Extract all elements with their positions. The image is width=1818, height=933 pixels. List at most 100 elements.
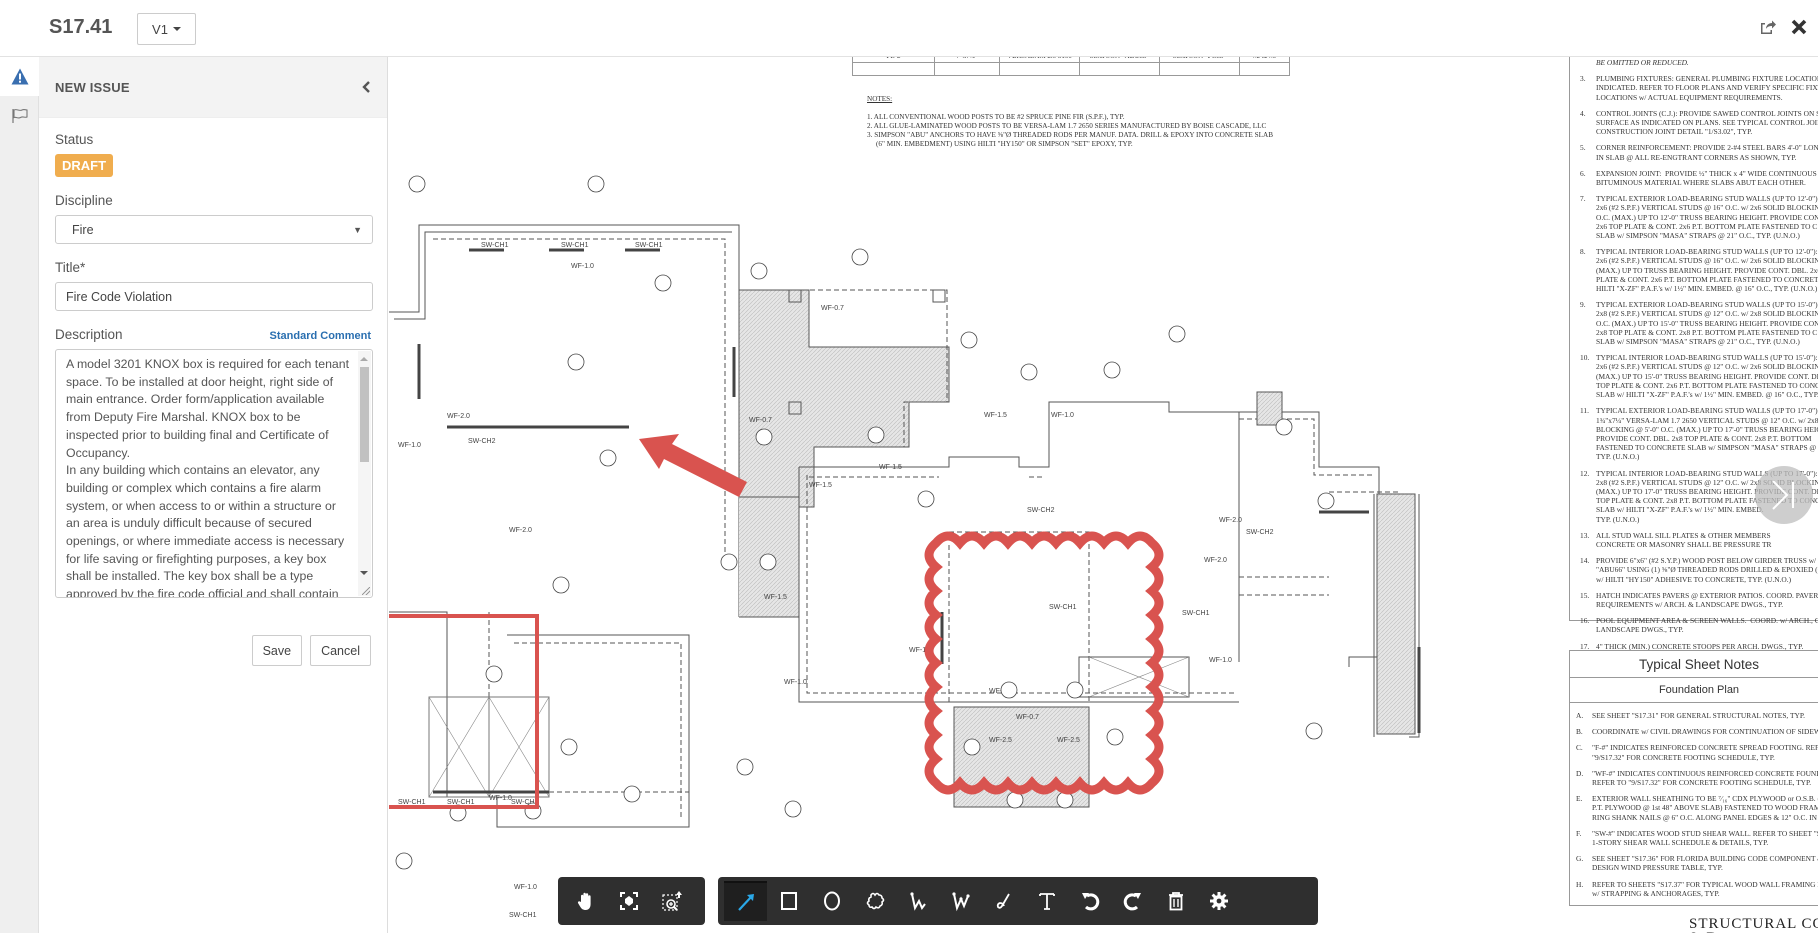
- title-input[interactable]: Fire Code Violation: [55, 282, 373, 311]
- note-item: 3.PLUMBING FIXTURES: GENERAL PLUMBING FI…: [1580, 74, 1818, 102]
- title-value: Fire Code Violation: [66, 289, 173, 304]
- delete-button[interactable]: [1154, 881, 1197, 921]
- discipline-label: Discipline: [55, 193, 113, 208]
- drawing-canvas[interactable]: PL-2 7"x7¼" VERSALAM 2.0 3100 SIMPSON "A…: [389, 57, 1818, 933]
- freehand-icon: [996, 893, 1010, 909]
- title-block-text: STRUCTURAL CONC & D: [1689, 916, 1818, 933]
- note-line: 2. ALL GLUE-LAMINATED WOOD POSTS TO BE V…: [867, 122, 1267, 130]
- svg-text:WF-1.0: WF-1.0: [909, 647, 932, 654]
- markup-arrow: [639, 434, 747, 497]
- svg-text:SW-CH2: SW-CH2: [1027, 507, 1055, 514]
- description-header: Description Standard Comment: [55, 327, 371, 349]
- note-item: H.REFER TO SHEETS "S17.37" FOR TYPICAL W…: [1576, 879, 1818, 898]
- note-item: 4.CONTROL JOINTS (C.J.): PROVIDE SAWED C…: [1580, 108, 1818, 137]
- redo-icon: [1123, 893, 1141, 911]
- note-item: 16.POOL EQUIPMENT AREA & SCREEN WALLS. C…: [1580, 616, 1818, 635]
- svg-text:WF-1.0: WF-1.0: [571, 263, 594, 270]
- resize-handle-icon[interactable]: [362, 587, 370, 595]
- note-item: BE OMITTED OR REDUCED.: [1596, 58, 1689, 67]
- svg-text:WF-2.5: WF-2.5: [989, 737, 1012, 744]
- settings-button[interactable]: [1197, 881, 1240, 921]
- svg-text:SW-CH1: SW-CH1: [447, 799, 475, 806]
- cloud-icon: [866, 892, 884, 910]
- note-item: 7.TYPICAL EXTERIOR LOAD-BEARING STUD WAL…: [1580, 194, 1818, 241]
- arrow-tool-button[interactable]: [724, 881, 767, 921]
- flag-icon: [11, 108, 28, 123]
- status-badge: DRAFT: [55, 154, 114, 177]
- note-item: 17.4" THICK (MIN.) CONCRETE STOOPS PER A…: [1580, 641, 1804, 651]
- warning-triangle-icon: [11, 68, 28, 85]
- close-icon[interactable]: [1790, 18, 1808, 36]
- note-item: 11.TYPICAL EXTERIOR LOAD-BEARING STUD WA…: [1580, 406, 1818, 462]
- rectangle-tool-button[interactable]: [767, 881, 810, 921]
- rail-item-issues[interactable]: [0, 57, 39, 96]
- note-item: 9.TYPICAL EXTERIOR LOAD-BEARING STUD WAL…: [1580, 300, 1818, 347]
- svg-text:WF-2.0: WF-2.0: [1219, 517, 1242, 524]
- svg-text:WF-0.7: WF-0.7: [749, 417, 772, 424]
- note-item: 8.TYPICAL INTERIOR LOAD-BEARING STUD WAL…: [1580, 247, 1818, 294]
- scrollbar-thumb[interactable]: [360, 367, 369, 462]
- note-line: 3. SIMPSON "ABU" ANCHORS TO HAVE ⅝"Ø THR…: [867, 131, 1273, 139]
- text-tool-button[interactable]: [1025, 881, 1068, 921]
- hand-icon: [577, 892, 591, 910]
- skip-next-icon: [1772, 480, 1794, 510]
- description-textarea[interactable]: A model 3201 KNOX box is required for ea…: [55, 349, 373, 598]
- scroll-up-icon[interactable]: [360, 357, 368, 361]
- cloud-tool-button[interactable]: [853, 881, 896, 921]
- arrow-icon: [737, 894, 754, 911]
- share-icon[interactable]: [1758, 18, 1776, 36]
- svg-text:WF-2.5: WF-2.5: [1057, 737, 1080, 744]
- fit-screen-button[interactable]: [607, 881, 650, 921]
- ellipse-icon: [823, 891, 840, 911]
- note-line: (6" MIN. EMBEDMENT) USING HILTI "HY150" …: [867, 140, 1133, 148]
- description-scrollbar[interactable]: [358, 351, 371, 596]
- description-label: Description: [55, 327, 123, 342]
- svg-text:WF-2.0: WF-2.0: [509, 527, 532, 534]
- sheet-title: S17.41: [49, 16, 113, 38]
- scroll-down-icon[interactable]: [360, 571, 368, 575]
- version-label: V1: [152, 21, 168, 37]
- polyline-tool-button[interactable]: [896, 881, 939, 921]
- chevron-left-icon[interactable]: [361, 80, 371, 94]
- ellipse-tool-button[interactable]: [810, 881, 853, 921]
- general-notes: BE OMITTED OR REDUCED. 3.PLUMBING FIXTUR…: [1569, 57, 1818, 651]
- pan-tool-button[interactable]: [564, 881, 607, 921]
- svg-text:WF-1.5: WF-1.5: [809, 482, 832, 489]
- new-issue-panel: NEW ISSUE Status DRAFT Discipline Fire ▼…: [39, 57, 388, 933]
- note-item: 5.CORNER REINFORCEMENT: PROVIDE 2-#4 STE…: [1580, 143, 1818, 162]
- note-item: 15.HATCH INDICATES PAVERS @ EXTERIOR PAT…: [1580, 590, 1818, 609]
- polygon-tool-button[interactable]: [939, 881, 982, 921]
- note-line: 1. ALL CONVENTIONAL WOOD POSTS TO BE #2 …: [867, 113, 1125, 121]
- header-actions: [1758, 18, 1808, 36]
- svg-text:WF-1.0: WF-1.0: [514, 884, 537, 891]
- note-item: D."WF-#" INDICATES CONTINUOUS REINFORCED…: [1576, 768, 1818, 788]
- next-sheet-button[interactable]: [1755, 466, 1813, 524]
- freehand-tool-button[interactable]: [982, 881, 1025, 921]
- discipline-select[interactable]: Fire ▼: [55, 215, 373, 244]
- note-item: F."SW-#" INDICATES WOOD STUD SHEAR WALL.…: [1576, 828, 1818, 848]
- svg-text:WF-1.0: WF-1.0: [489, 795, 512, 802]
- note-item: A.SEE SHEET "S17.31" FOR GENERAL STRUCTU…: [1576, 711, 1805, 720]
- version-dropdown[interactable]: V1: [137, 13, 196, 45]
- typical-sheet-notes: Typical Sheet Notes Foundation Plan A.SE…: [1569, 650, 1818, 906]
- undo-icon: [1081, 893, 1099, 911]
- note-item: 10.TYPICAL INTERIOR LOAD-BEARING STUD WA…: [1580, 353, 1818, 400]
- save-button[interactable]: Save: [251, 635, 303, 666]
- note-item: 13.ALL STUD WALL SILL PLATES & OTHER MEM…: [1580, 530, 1772, 549]
- svg-text:WF-1.0: WF-1.0: [398, 442, 421, 449]
- svg-text:WF-1.5: WF-1.5: [879, 464, 902, 471]
- svg-text:SW-CH1: SW-CH1: [635, 242, 663, 249]
- cancel-button[interactable]: Cancel: [310, 635, 371, 666]
- top-header: S17.41 V1: [0, 0, 1818, 57]
- svg-text:SW-CH1: SW-CH1: [481, 242, 509, 249]
- zoom-area-button[interactable]: [650, 881, 693, 921]
- note-item: 6.EXPANSION JOINT: PROVIDE ½" THICK x 4"…: [1580, 168, 1817, 188]
- standard-comment-link[interactable]: Standard Comment: [269, 330, 371, 342]
- redo-button[interactable]: [1111, 881, 1154, 921]
- panel-header: NEW ISSUE: [39, 57, 387, 118]
- rail-item-flags[interactable]: [0, 96, 39, 135]
- post-notes: NOTES: 1. ALL CONVENTIONAL WOOD POSTS TO…: [867, 95, 1273, 149]
- svg-text:SW-CH1: SW-CH1: [561, 242, 589, 249]
- undo-button[interactable]: [1068, 881, 1111, 921]
- svg-text:WF-0.7: WF-0.7: [821, 305, 844, 312]
